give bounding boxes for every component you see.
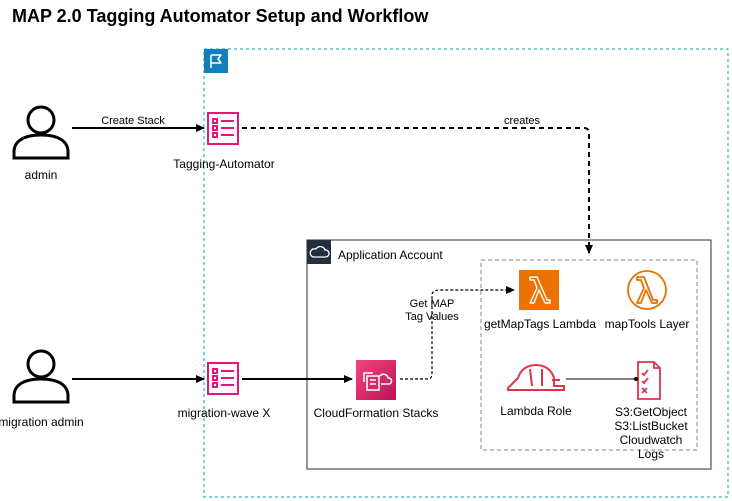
- diagram-title: MAP 2.0 Tagging Automator Setup and Work…: [12, 6, 429, 26]
- application-account-label: Application Account: [338, 248, 443, 262]
- creates-label: creates: [503, 115, 541, 127]
- admin-label: admin: [24, 168, 58, 182]
- layer-label: mapTools Layer: [604, 317, 690, 331]
- edge-role-policy-end: [634, 377, 638, 381]
- policy-checklist-icon: [637, 361, 661, 400]
- role-label: Lambda Role: [500, 404, 572, 418]
- role-helmet-icon: [507, 364, 565, 391]
- get-map-tag-values-label: Get MAP Tag Values: [405, 298, 459, 323]
- cloud-icon: [307, 240, 331, 264]
- edge-creates: [242, 127, 593, 254]
- flag-icon: [204, 49, 228, 73]
- cloudformation-label: CloudFormation Stacks: [313, 406, 439, 420]
- layer-icon: [627, 270, 667, 310]
- cloudformation-icon: [356, 360, 396, 400]
- create-stack-label: Create Stack: [101, 115, 165, 127]
- migration-admin-user-icon: [12, 349, 70, 404]
- application-account-border: [306, 239, 712, 470]
- policy-label: S3:GetObject S3:ListBucket Cloudwatch Lo…: [614, 405, 688, 461]
- tagging-automator-stack-icon: [207, 112, 239, 145]
- migration-wave-label: migration-wave X: [177, 406, 271, 420]
- migration-wave-stack-icon: [207, 362, 239, 395]
- lambda-label: getMapTags Lambda: [483, 317, 597, 331]
- edge-get-map-tag-values: [400, 286, 515, 380]
- tagging-automator-label: Tagging-Automator: [173, 157, 275, 171]
- resources-region-border: [480, 259, 698, 451]
- migration-admin-label: migration admin: [0, 415, 84, 429]
- lambda-icon: [519, 270, 559, 310]
- admin-user-icon: [12, 105, 70, 160]
